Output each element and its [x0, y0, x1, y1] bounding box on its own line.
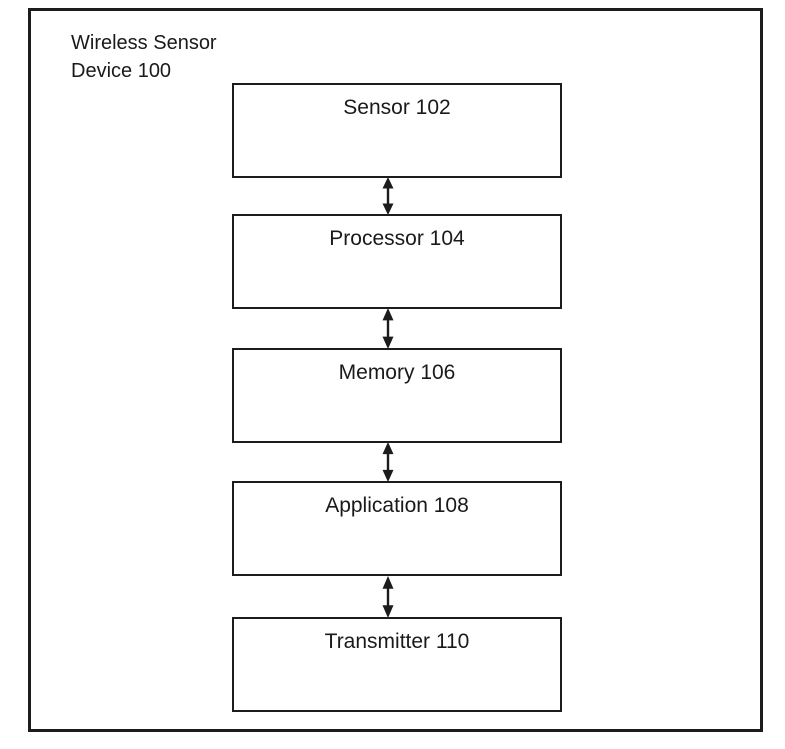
double-arrow-icon [381, 442, 395, 482]
block-transmitter-label: Transmitter 110 [324, 630, 470, 653]
block-processor-label: Processor 104 [329, 227, 465, 250]
device-title: Wireless Sensor Device 100 [71, 29, 217, 85]
block-processor: Processor 104 [232, 214, 562, 309]
block-memory: Memory 106 [232, 348, 562, 443]
block-application-label: Application 108 [325, 494, 469, 517]
block-sensor: Sensor 102 [232, 83, 562, 178]
device-title-line-2: Device 100 [71, 60, 172, 82]
device-title-line-1: Wireless Sensor [71, 32, 217, 54]
block-transmitter: Transmitter 110 [232, 617, 562, 712]
block-sensor-label: Sensor 102 [343, 96, 451, 119]
double-arrow-icon [381, 576, 395, 618]
double-arrow-icon [381, 308, 395, 349]
double-arrow-icon [381, 177, 395, 215]
block-application: Application 108 [232, 481, 562, 576]
block-memory-label: Memory 106 [338, 361, 456, 384]
